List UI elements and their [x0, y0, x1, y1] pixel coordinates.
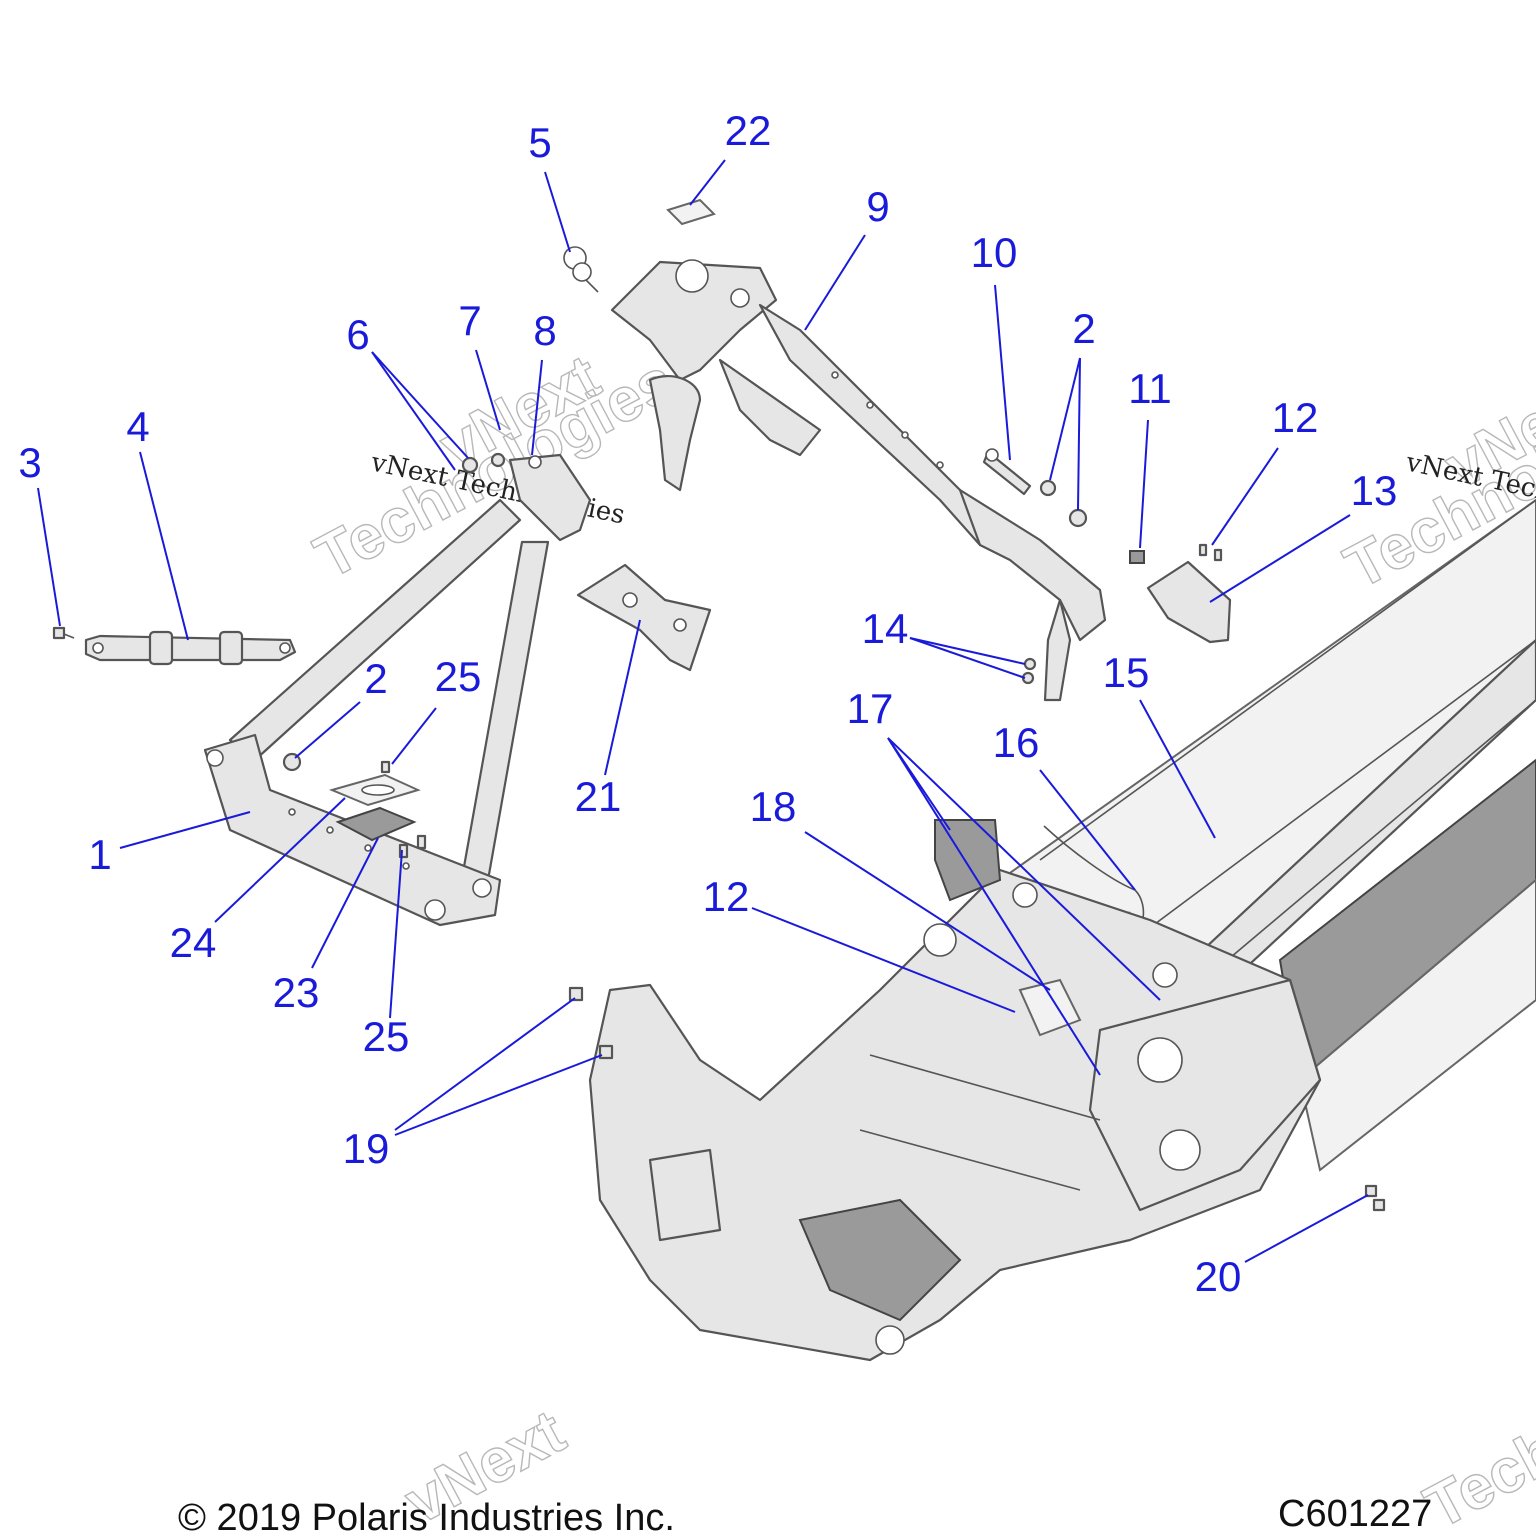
callout-8: 8	[533, 307, 556, 354]
callout-2: 2	[1072, 305, 1095, 352]
callout-12: 12	[1272, 394, 1319, 441]
part-12-rivets-top	[1198, 543, 1223, 562]
callout-labels: 22 5 9 10 2 11 12 13 6 7 8 3 4 2 25 14 1…	[18, 107, 1397, 1300]
watermark-brand-line2: Technologies	[304, 346, 685, 592]
footer: © 2019 Polaris Industries Inc. C601227	[178, 1493, 1432, 1536]
chassis-bulkhead	[588, 819, 1322, 1362]
callout-18: 18	[750, 783, 797, 830]
part-25-screws	[380, 760, 427, 859]
callout-6: 6	[346, 311, 369, 358]
callout-4: 4	[126, 403, 149, 450]
callout-21: 21	[575, 773, 622, 820]
watermark-brand-line2: Technologies	[1414, 1296, 1536, 1536]
callout-10: 10	[971, 229, 1018, 276]
callout-7: 7	[458, 297, 481, 344]
part-20-bolts	[1364, 1184, 1386, 1212]
part-11-clip	[1129, 550, 1145, 564]
callout-22: 22	[725, 107, 772, 154]
callout-20: 20	[1195, 1253, 1242, 1300]
callout-11: 11	[1128, 365, 1172, 412]
part-23-mount	[335, 806, 417, 842]
part-19-bolts	[568, 986, 614, 1060]
callout-16: 16	[993, 719, 1040, 766]
callout-23: 23	[273, 969, 320, 1016]
copyright-text: © 2019 Polaris Industries Inc.	[178, 1497, 675, 1536]
callout-13: 13	[1351, 467, 1398, 514]
part-13-bracket	[1146, 560, 1232, 644]
callout-15: 15	[1103, 649, 1150, 696]
part-10-link	[982, 448, 1032, 496]
callout-5: 5	[528, 119, 551, 166]
callout-25: 25	[435, 653, 482, 700]
part-6-7-8-hardware	[461, 452, 592, 542]
part-3-bolt	[52, 626, 75, 640]
part-22-decal	[666, 198, 716, 226]
leader-lines	[37, 159, 1369, 1263]
callout-2: 2	[364, 655, 387, 702]
callout-17: 17	[847, 685, 894, 732]
callout-14: 14	[862, 605, 909, 652]
part-21-plate	[576, 563, 712, 672]
part-24-plate	[328, 773, 421, 807]
part-14-bolts	[1021, 657, 1037, 685]
callout-3: 3	[18, 439, 41, 486]
callout-1: 1	[88, 831, 111, 878]
callout-19: 19	[343, 1125, 390, 1172]
callout-9: 9	[866, 183, 889, 230]
part-15-tunnel	[998, 498, 1536, 1172]
callout-24: 24	[170, 919, 217, 966]
callout-25: 25	[363, 1013, 410, 1060]
part-5-clamp	[563, 246, 599, 293]
part-4-tie-rod	[84, 630, 297, 666]
figure-id: C601227	[1278, 1493, 1432, 1535]
callout-12: 12	[703, 873, 750, 920]
part-9-upper-frame	[610, 259, 1107, 702]
